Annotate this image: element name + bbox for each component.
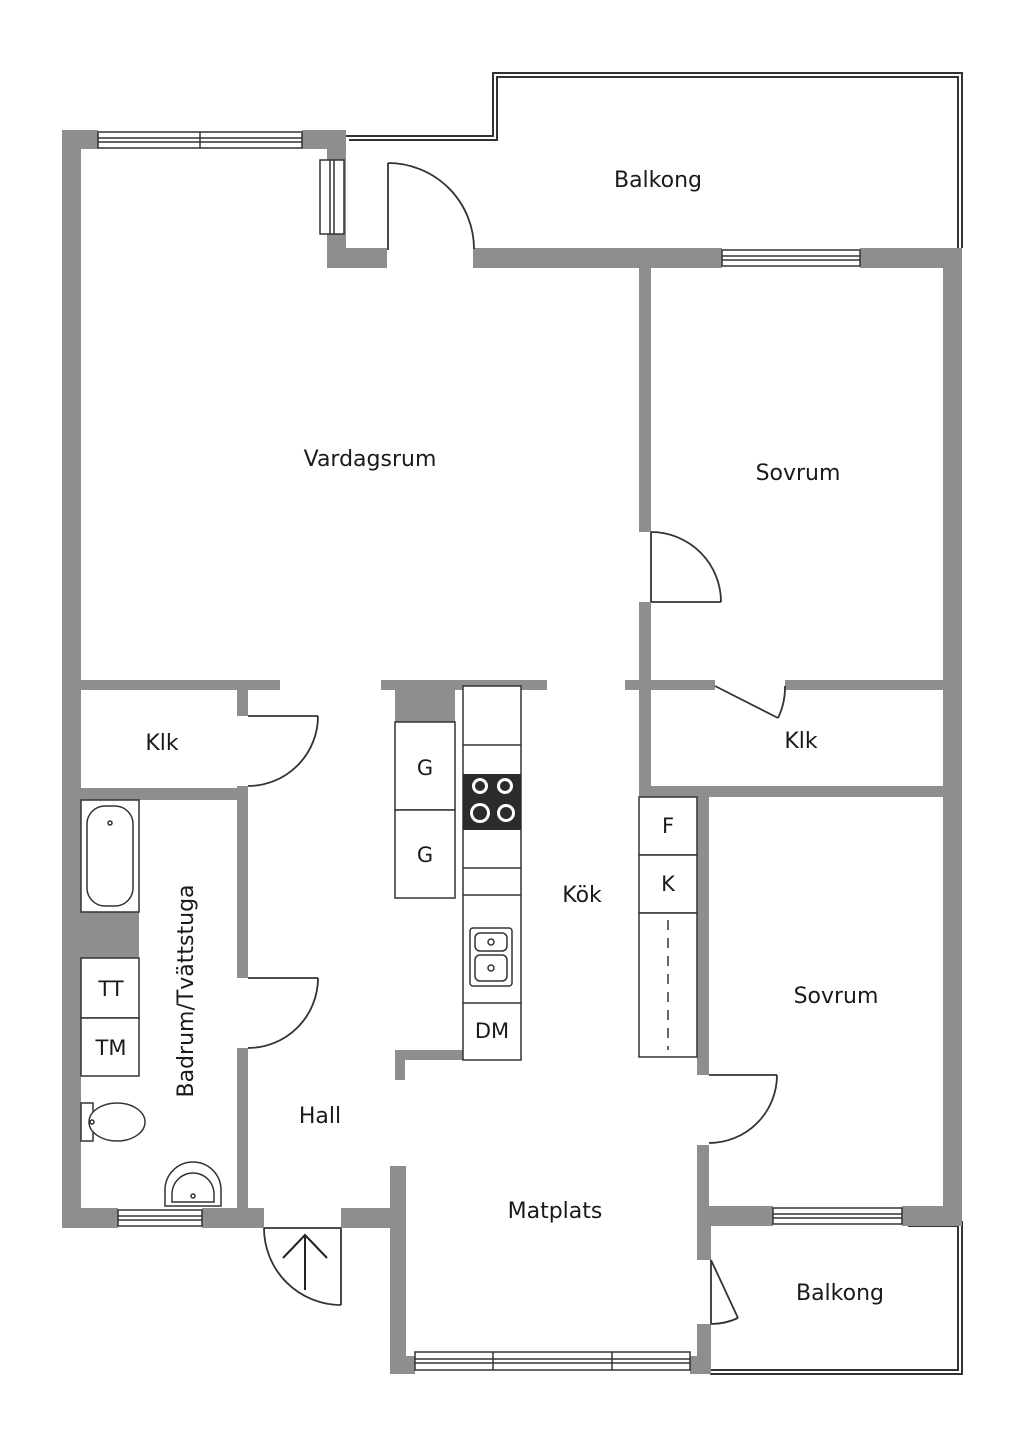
wall-sovrum2-left-lower xyxy=(697,1145,709,1222)
window-sovrum-top xyxy=(721,249,861,267)
wall-klk-right-bottom xyxy=(639,786,943,797)
counter-right-cabinet xyxy=(462,685,522,1061)
wall-sovrum2-left-upper xyxy=(697,797,709,1075)
label-kok: Kök xyxy=(562,883,602,908)
label-vardagsrum: Vardagsrum xyxy=(304,447,437,472)
cabinet-f xyxy=(638,796,698,856)
label-balkong-top: Balkong xyxy=(614,168,702,193)
cabinet-tm xyxy=(80,1017,140,1077)
wall-matplats-bottom-b xyxy=(690,1356,711,1374)
window-top-left xyxy=(97,131,303,149)
wall-klk-left-bottom xyxy=(81,788,248,800)
cabinet-tt xyxy=(80,957,140,1019)
wall-bottom-left-b xyxy=(202,1208,264,1228)
wall-bath-right-lower xyxy=(237,1048,248,1218)
wall-right xyxy=(943,248,962,1222)
cabinet-g2 xyxy=(394,809,456,899)
label-dm: DM xyxy=(475,1019,509,1043)
label-sovrum-top: Sovrum xyxy=(756,461,841,486)
window-bathroom xyxy=(117,1209,203,1227)
windows xyxy=(97,131,903,1371)
door-sovrum-bottom xyxy=(708,1074,778,1144)
door-bathroom xyxy=(247,977,319,1049)
wall-klk-right-left xyxy=(639,686,651,796)
wall-bath-block xyxy=(81,912,139,958)
wall-klk-right-top-b xyxy=(785,680,943,690)
wall-kitchen-bottom xyxy=(395,1050,463,1060)
wall-bottom-mid xyxy=(341,1208,406,1228)
wall-sovrum2-bottom-b xyxy=(902,1206,962,1226)
fixture-labels: G G F K TT TM DM xyxy=(95,756,677,1060)
wall-kitchen-bottom-stub xyxy=(395,1050,405,1080)
wall-balcony-bottom-right xyxy=(473,248,722,268)
wall-klk-left-top-a xyxy=(81,680,248,690)
label-sovrum-bottom: Sovrum xyxy=(794,984,879,1009)
door-klk-right xyxy=(714,685,786,719)
cabinet-g1 xyxy=(394,721,456,811)
label-tm: TM xyxy=(95,1036,127,1060)
bathroom-fixtures xyxy=(80,799,222,1207)
wall-sovrum2-bottom-a xyxy=(697,1206,773,1226)
wall-sovrum-left-lower xyxy=(639,602,651,686)
wall-matplats-right-upper xyxy=(697,1222,711,1260)
wall-balcony-bottom-far xyxy=(860,248,962,268)
window-balcony-side xyxy=(319,159,345,235)
door-balkong-bottom xyxy=(710,1259,739,1325)
washbasin-icon xyxy=(164,1161,222,1207)
label-g2: G xyxy=(417,843,433,867)
cabinet-pantry xyxy=(638,912,698,1058)
wall-balcony-corner xyxy=(327,248,387,268)
label-f: F xyxy=(662,814,674,838)
wall-klk-left-top-b xyxy=(237,680,280,690)
wall-left xyxy=(62,130,81,1228)
doors xyxy=(247,162,786,1325)
kitchen-counters xyxy=(394,685,698,1061)
stove-icon xyxy=(463,774,521,830)
wall-top-left xyxy=(62,130,98,149)
door-balcony xyxy=(387,162,475,250)
label-k: K xyxy=(661,872,676,896)
wall-kitchen-left xyxy=(395,686,455,722)
wall-sovrum-left-upper xyxy=(639,268,651,532)
wall-hall-right-stub xyxy=(390,1166,406,1216)
window-matplats xyxy=(414,1351,691,1371)
entrance-arrow-icon xyxy=(282,1233,328,1290)
window-sovrum-bottom xyxy=(772,1207,903,1225)
door-klk-left xyxy=(247,715,319,787)
walls xyxy=(62,130,962,1374)
wall-bottom-left-a xyxy=(62,1208,118,1228)
label-klk-left: Klk xyxy=(145,731,179,756)
label-badrum: Badrum/Tvättstuga xyxy=(174,884,199,1097)
wall-kitchen-top xyxy=(381,680,547,690)
wall-klk-right-top-a xyxy=(625,680,715,690)
sink-icon xyxy=(469,927,513,987)
label-g1: G xyxy=(417,756,433,780)
wall-bath-right-upper xyxy=(237,800,248,978)
door-sovrum-top xyxy=(650,531,722,603)
balcony-top-outline xyxy=(344,72,963,248)
label-klk-right: Klk xyxy=(784,729,818,754)
wall-klk-left-right xyxy=(237,680,248,716)
label-hall: Hall xyxy=(299,1104,341,1129)
label-matplats: Matplats xyxy=(508,1199,603,1224)
label-tt: TT xyxy=(97,977,123,1001)
toilet-icon xyxy=(80,1102,146,1142)
label-balkong-bottom: Balkong xyxy=(796,1281,884,1306)
room-labels: Balkong Vardagsrum Sovrum Klk Klk Kök So… xyxy=(145,168,884,1306)
door-entrance xyxy=(263,1227,342,1306)
